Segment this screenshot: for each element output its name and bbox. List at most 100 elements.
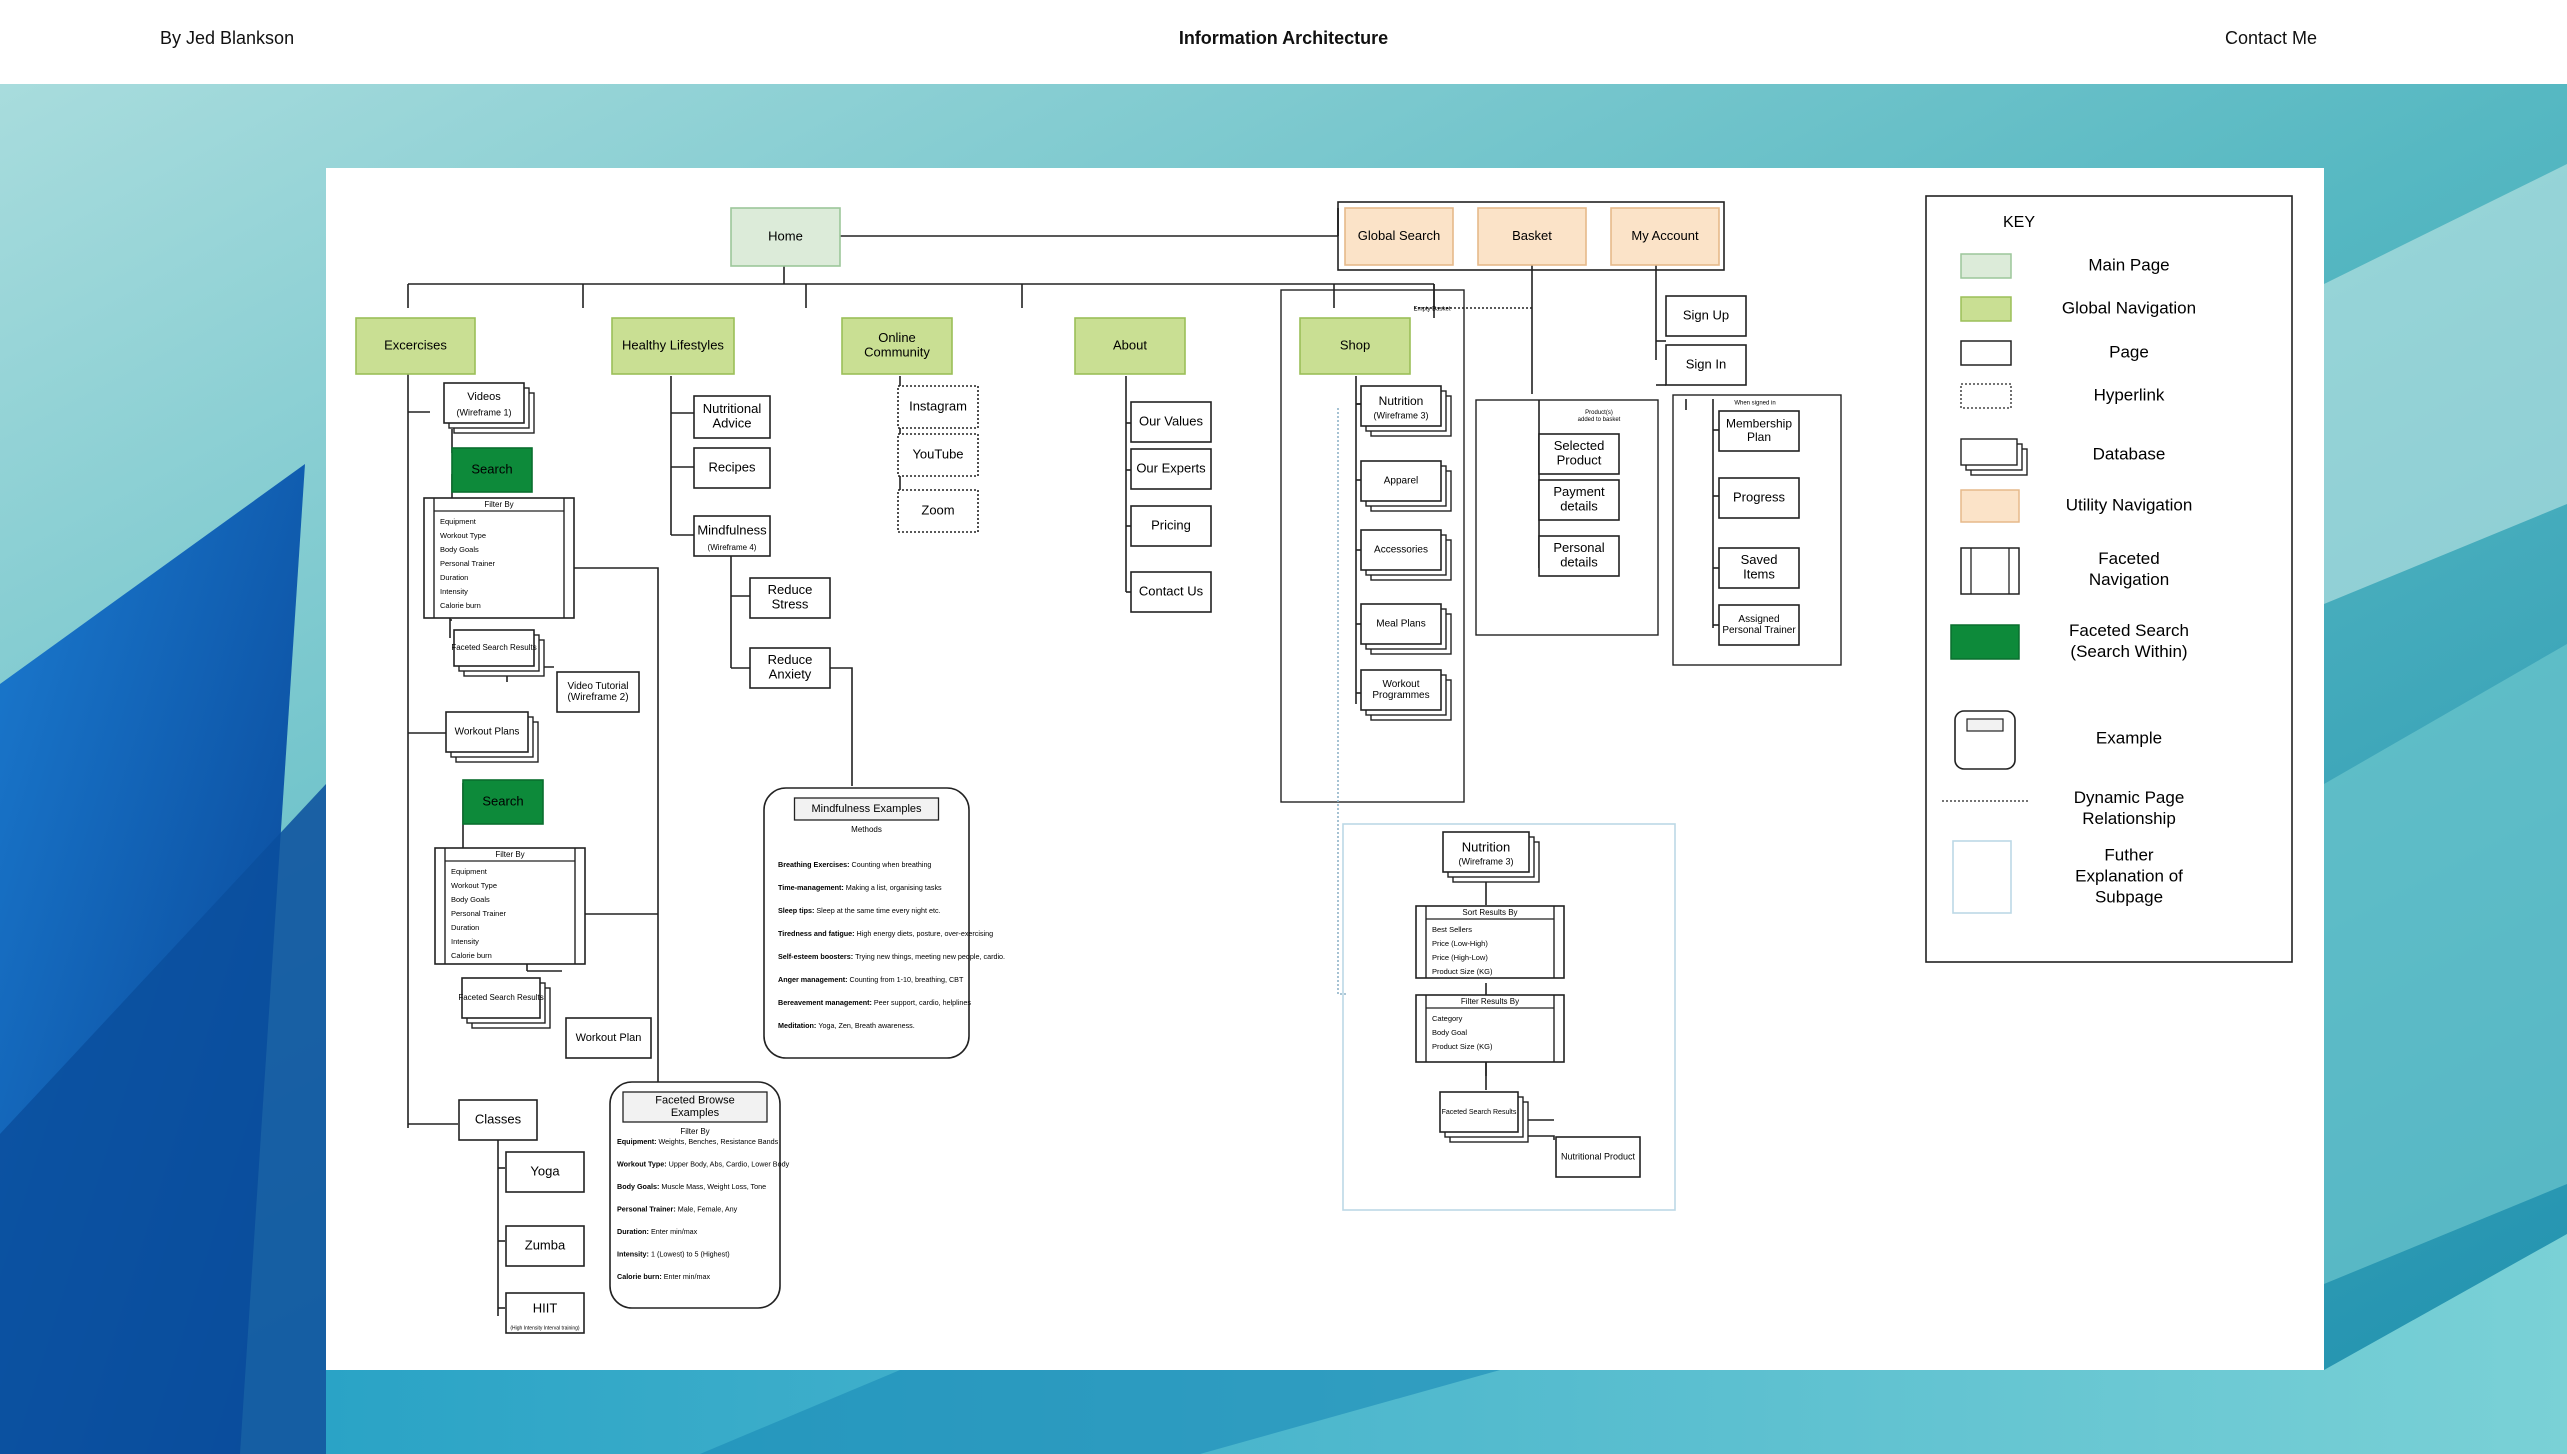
sort-results-panel-option: Best Sellers [1432,925,1472,934]
videos-node[interactable]: Videos(Wireframe 1) [443,382,535,434]
our-experts-node[interactable]: Our Experts [1130,448,1212,490]
search-node-2[interactable]: Search [462,779,544,825]
subpage-explanation-swatch [1952,840,2012,914]
when-signed-in-note: When signed in [1734,401,1775,407]
zumba-node[interactable]: Zumba [505,1225,585,1267]
key-item: Faceted Search(Search Within) [1950,621,2189,661]
about-node[interactable]: About [1074,317,1186,375]
excercises-node[interactable]: Excercises [355,317,476,375]
key-item-label: Page [2109,342,2149,361]
contact-us-node-label: Contact Us [1139,583,1204,598]
shop-nutrition-node[interactable]: Nutrition(Wireframe 3) [1360,385,1452,437]
payment-details-node-box [1538,479,1620,521]
search-node-1[interactable]: Search [451,447,533,493]
example-item: Equipment: Weights, Benches, Resistance … [617,1137,779,1146]
recipes-node[interactable]: Recipes [693,447,771,489]
zoom-node[interactable]: Zoom [897,489,979,533]
mindfulness-node[interactable]: Mindfulness(Wireframe 4) [693,515,771,557]
our-values-node[interactable]: Our Values [1130,401,1212,443]
faceted-browse-examples-title-box [622,1091,768,1123]
key-item-label: Relationship [2082,809,2176,828]
faceted-results-node-2[interactable]: Faceted Search Results [458,977,551,1029]
video-filter-panel-option: Equipment [440,517,477,526]
workout-plan-node-label: Workout Plan [576,1032,642,1044]
accessories-node-label: Accessories [1374,545,1428,556]
home-node-box [730,207,841,267]
faceted-results-node-1[interactable]: Faceted Search Results [451,629,545,677]
nutrition-faceted-results-node[interactable]: Faceted Search Results [1439,1091,1529,1143]
workout-plan-node[interactable]: Workout Plan [565,1017,652,1059]
mindfulness-examples-box [763,787,970,1059]
nutritional-product-node[interactable]: Nutritional Product [1555,1136,1641,1178]
accessories-node[interactable]: Accessories [1360,529,1452,581]
subpage-nutrition-node-wireframe: (Wireframe 3) [1458,856,1513,866]
video-filter-panel-option: Duration [440,573,468,582]
sign-up-node[interactable]: Sign Up [1665,295,1747,337]
classes-node[interactable]: Classes [458,1099,538,1141]
membership-plan-node-label: Membership [1726,416,1792,430]
yoga-node-box [505,1151,585,1193]
empty-basket-label: Empty Basket [1413,307,1450,313]
youtube-node[interactable]: YouTube [897,433,979,477]
contact-us-node[interactable]: Contact Us [1130,571,1212,613]
home-node[interactable]: Home [730,207,841,267]
shop-node[interactable]: Shop [1299,317,1411,375]
key-item-label: Faceted Search [2069,621,2189,640]
apparel-node[interactable]: Apparel [1360,460,1452,512]
subpage-nutrition-node[interactable]: Nutrition(Wireframe 3) [1442,831,1540,883]
contact-me-link[interactable]: Contact Me [2224,28,2317,48]
sign-in-node[interactable]: Sign In [1665,344,1747,386]
workout-plans-node[interactable]: Workout Plans [445,711,539,763]
personal-details-node-label: details [1560,555,1598,570]
zoom-node-label: Zoom [921,502,954,517]
sort-results-panel-box [1415,905,1565,979]
healthy-lifestyles-node[interactable]: Healthy Lifestyles [611,317,735,375]
my-account-node[interactable]: My Account [1610,207,1720,266]
instagram-node-label: Instagram [909,398,967,413]
key-item-label: Faceted [2098,549,2159,568]
meal-plans-node[interactable]: Meal Plans [1360,603,1452,655]
utility-navigation-group [1337,201,1725,271]
hiit-subtitle: (High Intensity Interval training) [510,1325,580,1331]
yoga-node[interactable]: Yoga [505,1151,585,1193]
account-section-frame [1672,394,1842,666]
basket-node[interactable]: Basket [1477,207,1587,266]
video-tutorial-node[interactable]: Video Tutorial(Wireframe 2) [556,671,640,713]
progress-node[interactable]: Progress [1718,477,1800,519]
filter-results-panel-box [1415,994,1565,1063]
contact-us-node-box [1130,571,1212,613]
yoga-node-label: Yoga [530,1163,560,1178]
basket-node-box [1477,207,1587,266]
key-item-label: Navigation [2089,570,2169,589]
example-item: Time-management: Making a list, organisi… [778,883,942,892]
mindfulness-node-label: Mindfulness [697,522,767,537]
reduce-anxiety-node-label: Anxiety [769,667,812,682]
healthy-lifestyles-node-box [611,317,735,375]
basket-section-frame [1475,399,1659,636]
online-community-node-label: Community [864,345,930,360]
global-search-node[interactable]: Global Search [1344,207,1454,266]
workout-plans-node-box [445,711,529,753]
key-item-label: Futher [2104,845,2153,864]
videos-node-wireframe: (Wireframe 1) [456,407,511,417]
hiit-node[interactable]: HIIT(High Intensity Interval training) [505,1292,585,1334]
instagram-node[interactable]: Instagram [897,385,979,429]
pricing-node[interactable]: Pricing [1130,505,1212,547]
